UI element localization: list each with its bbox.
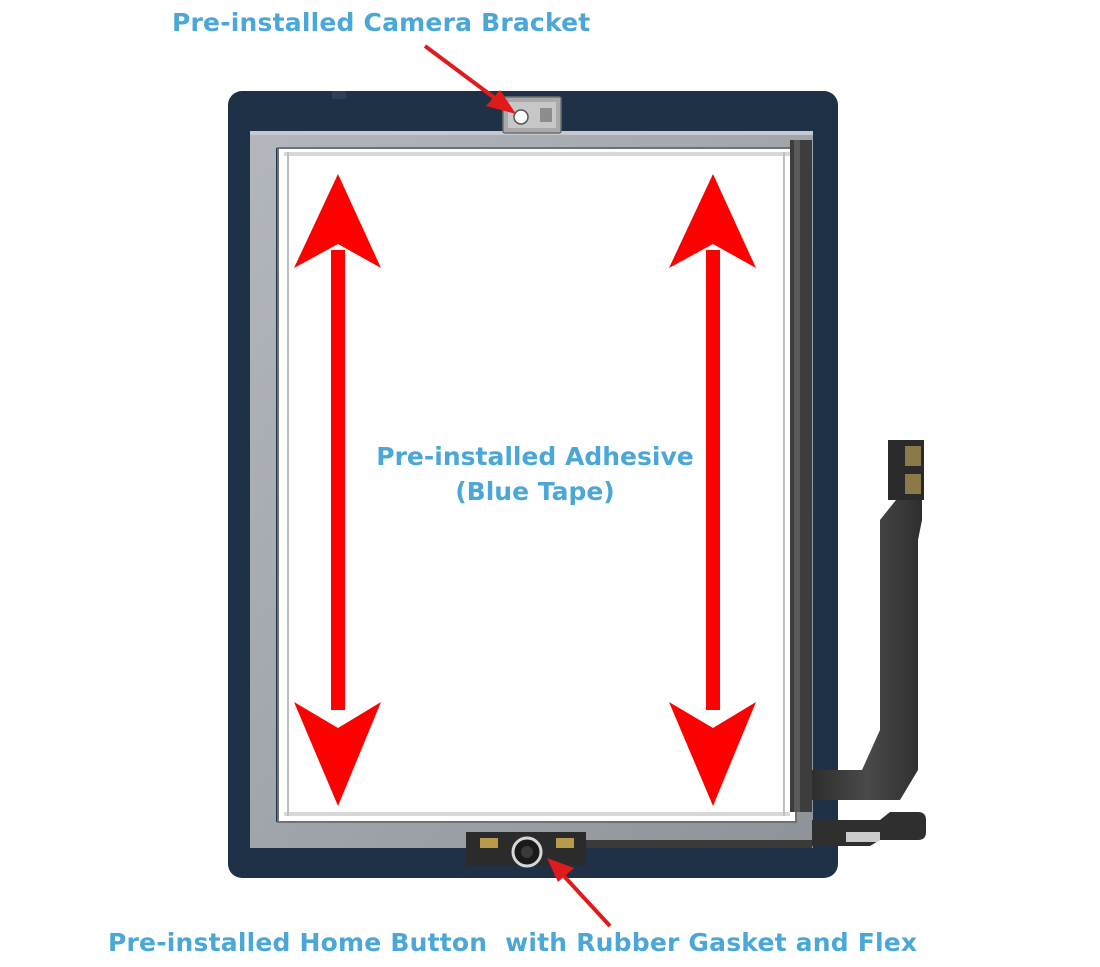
home-button-label: Pre-installed Home Button with Rubber Ga… bbox=[108, 928, 918, 957]
flex-cable bbox=[812, 440, 926, 846]
right-double-arrow-icon bbox=[669, 174, 756, 806]
left-double-arrow-icon bbox=[294, 174, 381, 806]
adhesive-label: Pre-installed Adhesive (Blue Tape) bbox=[370, 442, 700, 506]
adhesive-label-line2: (Blue Tape) bbox=[455, 477, 615, 506]
camera-bracket-label: Pre-installed Camera Bracket bbox=[172, 8, 591, 37]
camera-pointer-arrow bbox=[423, 44, 516, 114]
adhesive-label-line1: Pre-installed Adhesive bbox=[376, 442, 694, 471]
home-button-icon bbox=[466, 832, 812, 868]
camera-bracket-icon bbox=[502, 96, 562, 134]
side-flex-strip bbox=[790, 140, 812, 812]
home-pointer-arrow bbox=[547, 858, 612, 928]
